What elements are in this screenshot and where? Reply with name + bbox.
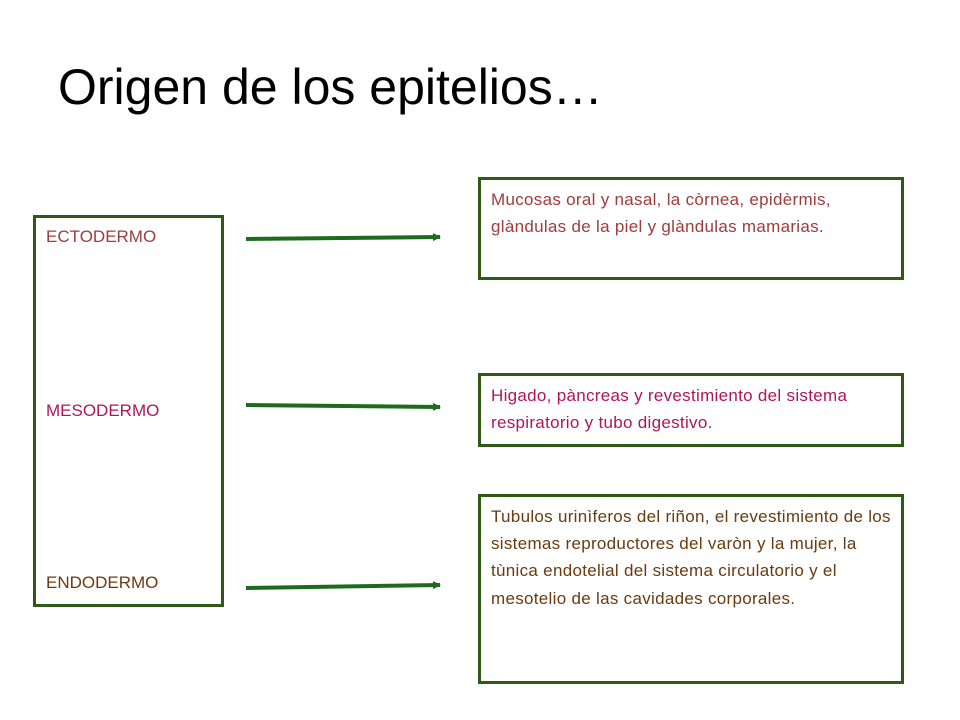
arrow-endodermo [245,581,441,590]
description-endodermo: Tubulos urinìferos del riñon, el revesti… [478,494,904,684]
slide-title: Origen de los epitelios… [58,59,603,115]
layer-label-mesodermo: MESODERMO [46,401,160,420]
arrow-ectodermo [245,233,441,242]
description-mesodermo: Higado, pàncreas y revestimiento del sis… [478,373,904,447]
germ-layers-box: ECTODERMO MESODERMO ENDODERMO [33,215,224,607]
layer-label-ectodermo: ECTODERMO [46,227,157,246]
layer-label-endodermo: ENDODERMO [46,573,159,592]
arrow-mesodermo [245,402,441,411]
description-ectodermo: Mucosas oral y nasal, la còrnea, epidèrm… [478,177,904,280]
